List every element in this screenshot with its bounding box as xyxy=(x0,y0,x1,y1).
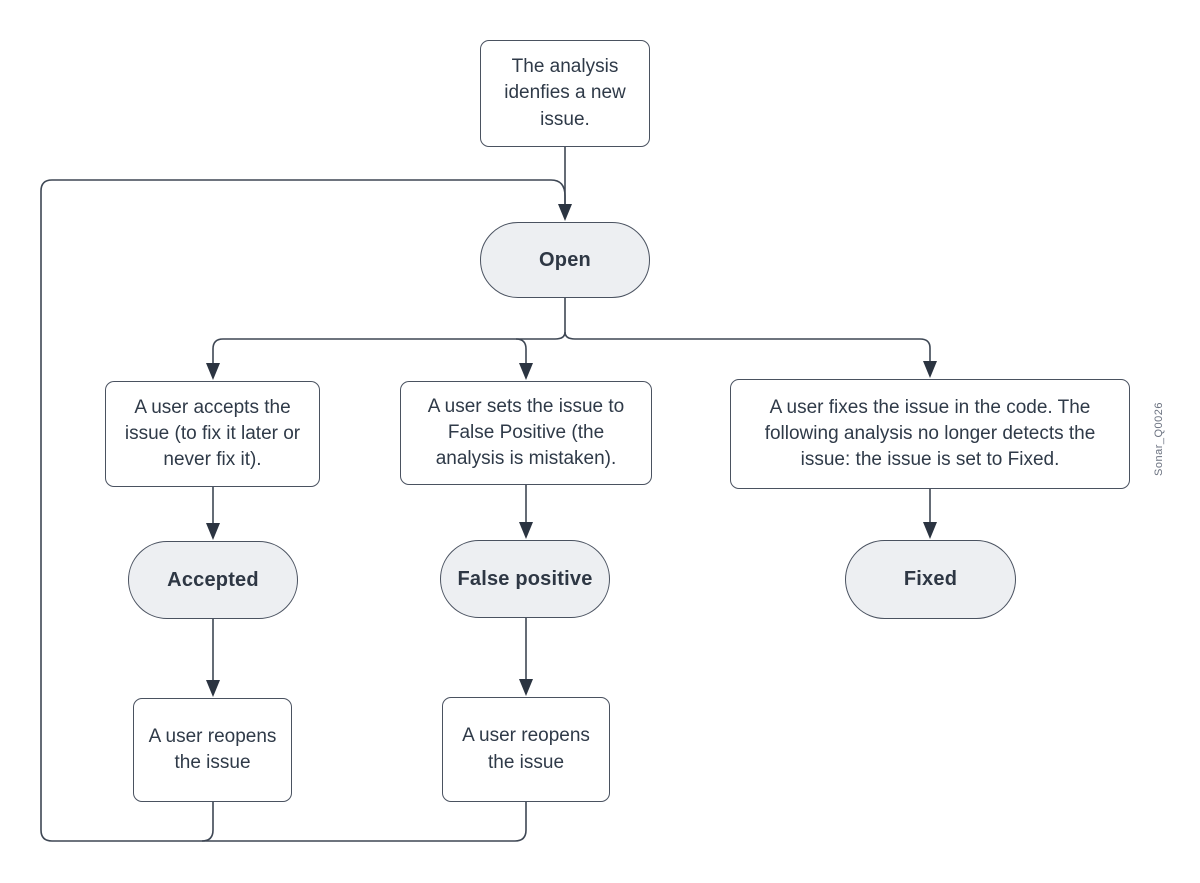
node-fix-action: A user fixes the issue in the code. The … xyxy=(730,379,1130,489)
node-status-false-positive: False positive xyxy=(440,540,610,618)
edge-branch-middle xyxy=(515,338,527,371)
arrowhead-into-false-positive-action-icon xyxy=(519,363,533,380)
node-accept-action: A user accepts the issue (to fix it late… xyxy=(105,381,320,487)
node-status-fixed: Fixed xyxy=(845,540,1016,619)
node-reopen-left: A user reopens the issue xyxy=(133,698,292,802)
edge-reopen-right-to-open xyxy=(40,179,566,842)
node-reopen-left-label: A user reopens the issue xyxy=(148,725,277,773)
node-accept-action-label: A user accepts the issue (to fix it late… xyxy=(124,396,301,471)
edge-branch-left xyxy=(212,331,566,371)
node-status-open-label: Open xyxy=(539,248,591,271)
node-reopen-right: A user reopens the issue xyxy=(442,697,610,802)
arrowhead-into-accept-action-icon xyxy=(206,363,220,380)
node-fix-action-label: A user fixes the issue in the code. The … xyxy=(764,396,1096,471)
watermark-label: Sonar_Q0026 xyxy=(1153,402,1165,476)
node-status-accepted: Accepted xyxy=(128,541,298,619)
node-false-positive-action: A user sets the issue to False Positive … xyxy=(400,381,652,485)
node-status-false-positive-label: False positive xyxy=(457,567,593,590)
edge-branch-right xyxy=(564,331,931,370)
node-false-positive-action-label: A user sets the issue to False Positive … xyxy=(427,395,625,470)
arrowhead-into-reopen-left-icon xyxy=(206,680,220,697)
arrowhead-into-open-icon xyxy=(558,204,572,221)
node-status-accepted-label: Accepted xyxy=(167,568,259,591)
node-reopen-right-label: A user reopens the issue xyxy=(462,725,590,773)
arrowhead-into-reopen-right-icon xyxy=(519,679,533,696)
node-status-fixed-label: Fixed xyxy=(903,568,958,590)
node-status-open: Open xyxy=(480,222,650,298)
edge-reopen-left-to-loop xyxy=(201,802,214,842)
arrowhead-into-accepted-icon xyxy=(206,523,220,540)
arrowhead-into-fix-action-icon xyxy=(923,361,937,378)
arrowhead-into-fixed-icon xyxy=(923,522,937,539)
node-new-issue-label: The analysis idenfies a new issue. xyxy=(504,56,626,130)
arrowhead-into-false-positive-icon xyxy=(519,522,533,539)
node-new-issue: The analysis idenfies a new issue. xyxy=(480,40,650,147)
